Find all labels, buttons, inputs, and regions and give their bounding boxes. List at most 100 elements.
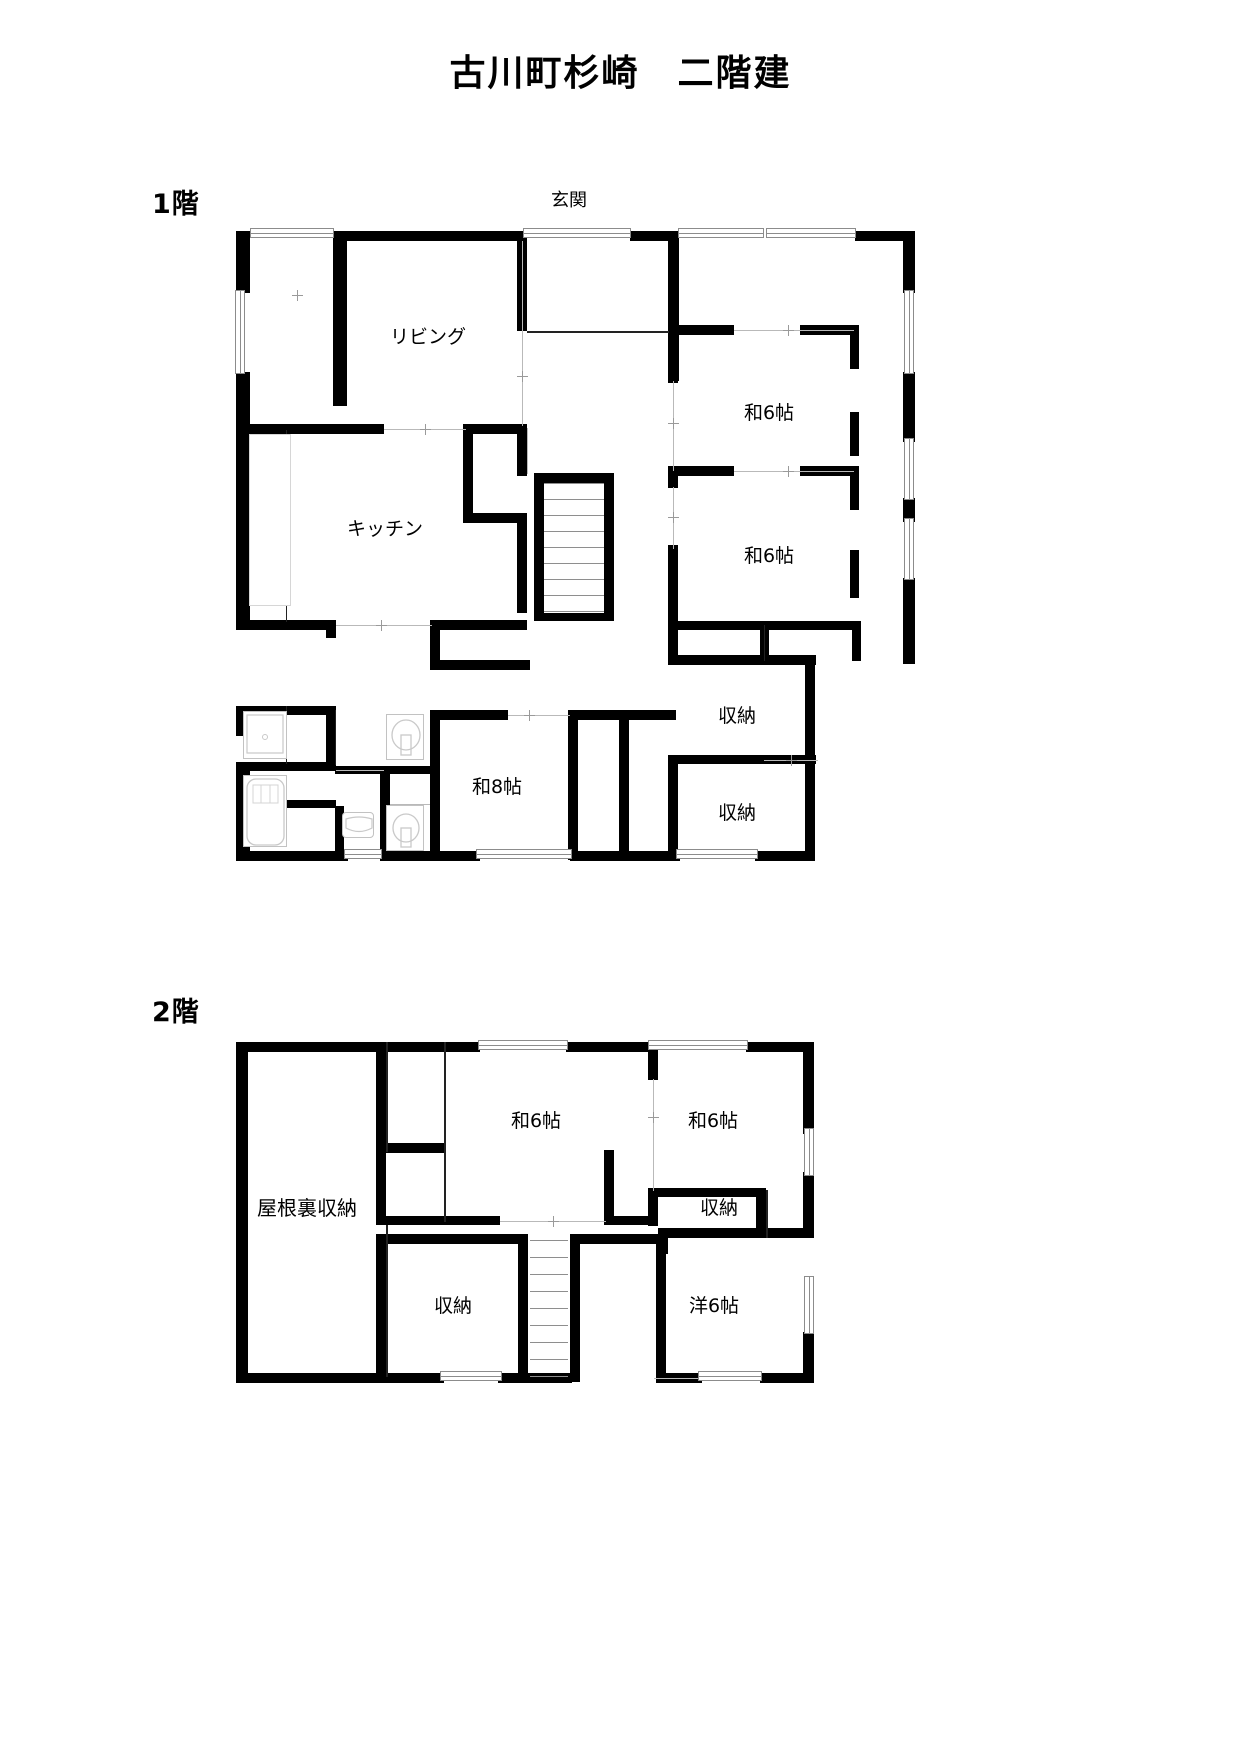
- window: [344, 849, 382, 859]
- wall: [803, 1172, 814, 1232]
- grid-tick: [420, 424, 431, 435]
- wall: [850, 550, 859, 598]
- wall: [376, 1234, 528, 1244]
- floor-1-label: 1階: [152, 189, 200, 220]
- grid-line: [336, 770, 384, 771]
- handbasin-icon: [342, 812, 374, 838]
- wall: [668, 545, 678, 665]
- wall: [236, 620, 336, 630]
- wall: [760, 755, 816, 764]
- wall: [376, 1234, 386, 1382]
- partition-line: [764, 625, 765, 661]
- wall: [850, 412, 859, 456]
- wall: [534, 613, 614, 621]
- wall: [236, 372, 250, 434]
- partition-line: [766, 1228, 768, 1238]
- room-label-kitchen: キッチン: [346, 518, 423, 540]
- wall: [803, 1332, 814, 1382]
- partition-line: [335, 710, 336, 765]
- wall: [568, 710, 578, 860]
- wall: [333, 231, 523, 241]
- wall: [376, 1143, 444, 1153]
- room-label-washitsu-6-a: 和6帖: [510, 1110, 562, 1132]
- window: [904, 438, 914, 500]
- wall: [903, 578, 915, 664]
- stairs-icon: [530, 1240, 568, 1377]
- wall: [668, 466, 734, 476]
- grid-tick: [668, 512, 679, 523]
- wall: [236, 1373, 386, 1383]
- grid-tick: [292, 290, 303, 301]
- wall: [386, 1042, 480, 1052]
- wall: [803, 1042, 814, 1134]
- window: [523, 228, 631, 238]
- wall: [604, 473, 614, 621]
- grid-line: [527, 428, 528, 474]
- wall: [855, 231, 915, 241]
- wall: [390, 766, 432, 774]
- window: [478, 1040, 568, 1050]
- page-title: 古川町杉崎 二階建: [449, 53, 792, 94]
- room-label-washitsu-8: 和8帖: [471, 776, 523, 798]
- wall: [444, 1216, 500, 1225]
- wall: [903, 231, 915, 293]
- wall: [658, 1188, 758, 1197]
- wall: [755, 851, 815, 861]
- wall: [380, 766, 390, 861]
- wall: [619, 710, 629, 860]
- wall: [668, 325, 678, 383]
- wall: [668, 325, 734, 335]
- wall: [668, 621, 764, 630]
- window: [235, 290, 245, 374]
- wall: [236, 1042, 248, 1382]
- partition-line: [766, 1190, 768, 1234]
- wall: [648, 1042, 658, 1080]
- grid-line: [522, 241, 523, 426]
- window: [698, 1371, 762, 1381]
- wall: [517, 513, 527, 613]
- grid-tick: [783, 466, 794, 477]
- window: [904, 518, 914, 580]
- wall: [903, 372, 915, 442]
- wall: [430, 710, 508, 720]
- wall: [668, 231, 679, 381]
- room-label-living: リビング: [389, 326, 466, 348]
- window: [440, 1371, 502, 1381]
- partition-line: [527, 331, 669, 333]
- wall: [764, 621, 860, 630]
- grid-tick: [517, 371, 528, 382]
- room-label-storage-upper: 収納: [717, 705, 756, 727]
- grid-tick: [668, 418, 679, 429]
- wall: [376, 1042, 386, 1152]
- wall: [326, 706, 335, 766]
- grid-tick: [376, 620, 387, 631]
- wall: [566, 1042, 658, 1052]
- wall: [903, 498, 915, 522]
- wall: [570, 1234, 580, 1382]
- grid-tick: [648, 1112, 659, 1123]
- entrance-label: 玄関: [551, 190, 587, 211]
- wall: [463, 513, 527, 523]
- room-label-storage-left: 収納: [433, 1295, 472, 1317]
- wall: [463, 424, 473, 522]
- room-label-washitsu-6-a: 和6帖: [743, 402, 795, 424]
- room-label-attic-storage: 屋根裏収納: [257, 1196, 357, 1220]
- partition-line: [386, 1225, 388, 1377]
- floor-1-plan: リビング キッチン 和6帖 和6帖 和8帖 収納 収納: [235, 228, 915, 861]
- grid-line: [390, 804, 430, 805]
- wall: [326, 620, 336, 638]
- wall: [430, 620, 440, 670]
- window: [904, 290, 914, 374]
- wall: [376, 1143, 386, 1225]
- wall: [668, 755, 678, 861]
- wall: [376, 1373, 444, 1383]
- wall: [333, 231, 347, 406]
- wall: [518, 1234, 528, 1382]
- window: [648, 1040, 748, 1050]
- wall: [746, 1042, 814, 1052]
- wall: [236, 428, 250, 628]
- window: [678, 228, 764, 238]
- toilet-icon: [386, 714, 424, 760]
- wall: [534, 473, 544, 621]
